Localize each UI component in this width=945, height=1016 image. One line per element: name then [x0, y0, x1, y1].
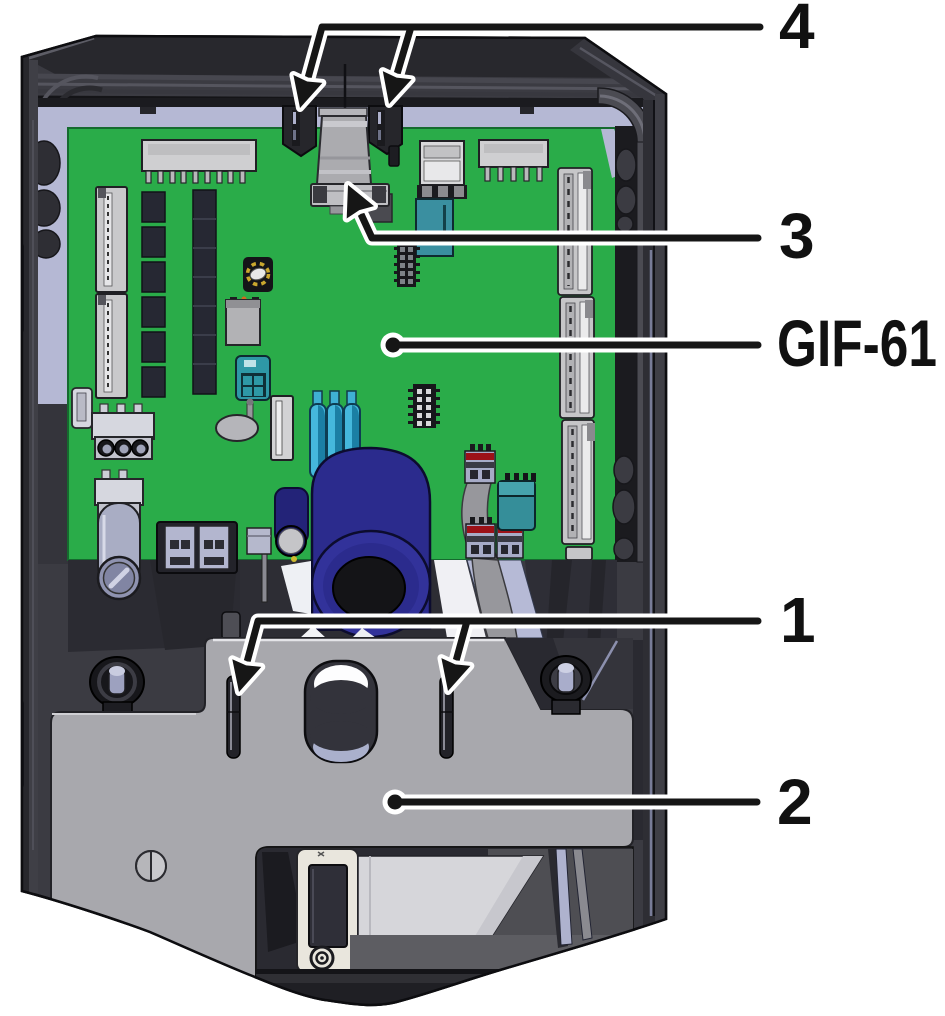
svg-text:3: 3 [779, 200, 815, 272]
svg-text:1: 1 [780, 584, 816, 656]
svg-text:GIF-61: GIF-61 [777, 306, 937, 380]
svg-text:4: 4 [779, 0, 815, 62]
svg-text:2: 2 [777, 766, 813, 838]
